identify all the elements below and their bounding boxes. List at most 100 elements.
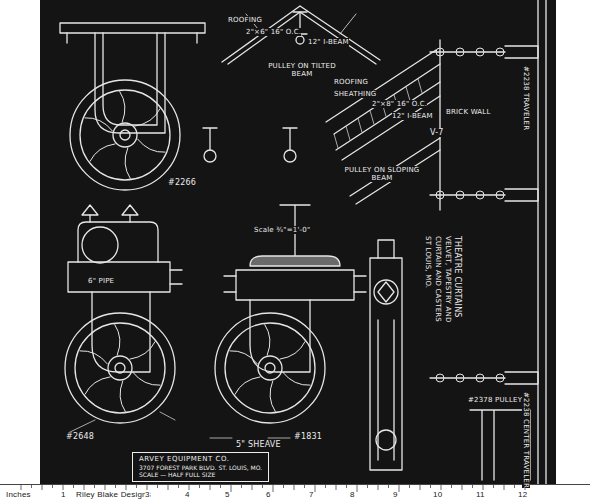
small-caster [203,128,217,150]
wheel-spoke [120,381,125,412]
callout-label: #2378 PULLEY [468,396,522,404]
caster-2266 [120,130,130,140]
wheel-spoke [280,341,306,359]
callout-label: 2"×6" 16" O.C. [246,28,301,36]
chalkboard-ground [40,0,556,484]
caster-2266 [113,123,137,147]
ruler-tick [157,485,158,488]
ruler-tick [336,485,337,490]
ruler-tick [262,485,263,488]
chain-bead [436,191,444,199]
ruler-tick [346,485,347,488]
chain-bead [456,191,464,199]
ruler-tick [115,485,116,488]
caster-2266 [70,80,180,190]
pipe-clamp-caster [65,205,182,432]
pipe-clamp-caster [70,412,175,432]
ruler-tick [168,485,169,490]
ruler-tick [399,485,400,492]
rail-caster [236,270,354,300]
caster-2266 [67,33,197,43]
rail-caster [210,205,366,438]
pipe-clamp-caster [170,270,182,284]
ruler-tick [451,485,452,488]
pipe-clamp-caster [108,356,132,380]
ruler-tick [210,485,211,490]
pipe-clamp-caster [78,222,158,262]
pipe-clamp-caster [75,323,165,413]
side-note: #2238 CENTER TRAVELER [522,392,530,488]
callout-label: ROOFING [334,78,368,86]
chain-bead [496,374,504,382]
ruler-tick [420,485,421,490]
tilted-beam [228,12,376,64]
rail-caster [215,313,325,423]
ruler-tick [430,485,431,488]
ruler-tick [472,485,473,488]
ruler-label: 6 [266,490,271,499]
small-caster [284,150,296,162]
chain-bead [496,191,504,199]
caster-2266 [60,23,205,190]
sheave-block [370,258,402,470]
callout-label: Scale ¾"=1'-0" [254,226,310,234]
wheel-spoke [84,118,112,131]
callout-label: 5" SHEAVE [236,440,281,449]
blueprint-art [60,0,546,484]
ruler-tick [378,485,379,490]
hatch-stroke [418,79,422,93]
ruler-tick [73,485,74,488]
callout-label: #1831 [294,432,322,441]
rail-caster [258,356,282,380]
sheave-block [374,280,398,304]
ruler-label: 9 [393,490,398,499]
callout-label: #2266 [168,178,196,187]
title-block: ARVEY EQUIPMENT CO.3707 FOREST PARK BLVD… [132,452,269,482]
wheel-spoke [132,372,160,385]
side-note: ST LOUIS, MO. [424,236,432,288]
rail-caster [250,256,340,266]
wheel-spoke [85,377,111,395]
ruler-tick [220,485,221,488]
hatch-stroke [334,134,338,148]
ruler-tick [504,485,505,490]
ruler-label: 7 [309,490,314,499]
wheel-spoke [120,91,125,122]
ruler-tick [241,485,242,488]
ruler-tick [304,485,305,488]
chain-bead [496,48,504,56]
callout-label: BRICK WALL [446,108,491,116]
ruler-tick [31,485,32,488]
caster-2266 [60,23,205,33]
chain-bead [456,374,464,382]
callout-label: 12" I-BEAM [308,38,349,46]
pipe-clamp-caster [90,215,130,222]
ruler-tick [514,485,515,488]
ruler-tick [367,485,368,488]
ruler-tick [315,485,316,492]
tilted-beam [296,36,304,44]
ruler-label: 8 [350,490,355,499]
wheel-spoke [79,351,107,364]
ruler-tick [462,485,463,490]
ruler-tick [178,485,179,488]
hatch-stroke [406,87,410,101]
callout-label: SHEATHING [334,90,376,98]
pipe-clamp-caster [68,262,170,292]
ruler-tick [283,485,284,488]
tilted-beam [222,6,380,62]
tilted-beam [222,6,380,64]
callout-label: PULLEY ON SLOPING BEAM [342,166,422,182]
ruler-label: 3 [145,490,150,499]
ruler-tick [388,485,389,488]
pipe-clamp-caster [115,363,125,373]
sloping-beam [326,40,440,210]
ruler-tick [273,485,274,492]
traveler-track [430,52,505,378]
ruler-tick [136,485,137,488]
wheel-spoke [115,324,120,355]
ruler-tick [199,485,200,488]
sheave-block [370,240,402,470]
ruler-label: 4 [185,490,190,499]
